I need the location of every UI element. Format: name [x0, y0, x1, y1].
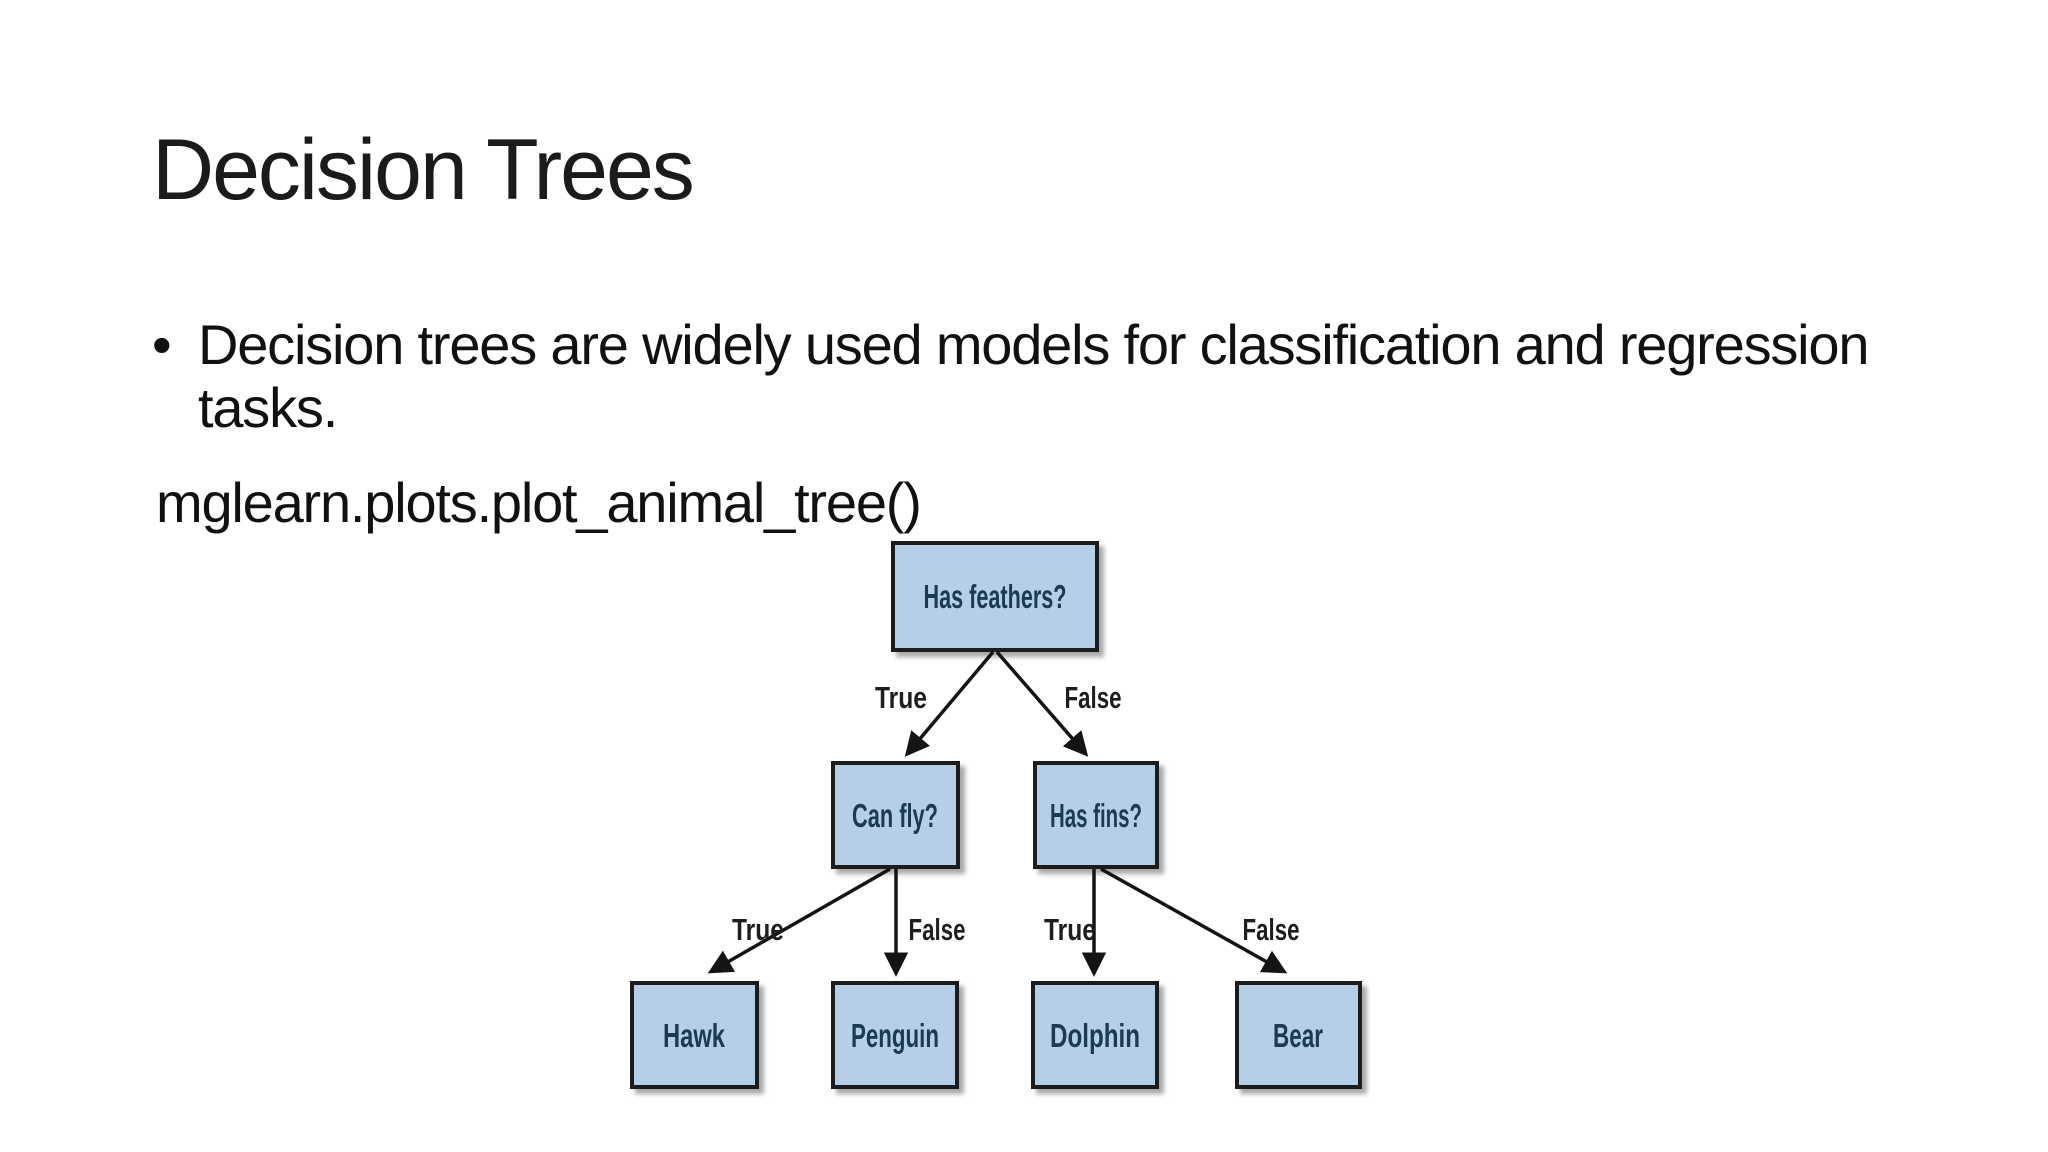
- node-has-fins-box: [1033, 761, 1159, 869]
- node-has-feathers-box: [891, 541, 1099, 652]
- edge-label-canfly-false: False: [909, 912, 966, 947]
- node-dolphin-box: [1031, 981, 1159, 1089]
- edge-label-root-false: False: [1065, 680, 1122, 715]
- node-can-fly-label: Can fly?: [852, 797, 938, 834]
- node-bear-label: Bear: [1273, 1017, 1323, 1054]
- edge-root-true-arrow: [904, 650, 995, 757]
- decision-tree-figure: Has feathers? Can fly? Has fins? Hawk Pe…: [630, 541, 1362, 1089]
- edge-root-false-arrow: [995, 650, 1089, 757]
- node-bear-box: [1235, 981, 1362, 1089]
- node-has-feathers-label: Has feathers?: [924, 578, 1067, 615]
- node-penguin-label: Penguin: [851, 1017, 939, 1054]
- node-penguin-box: [831, 981, 959, 1089]
- edge-label-root-true: True: [875, 680, 927, 715]
- edge-label-hasfins-false: False: [1243, 912, 1300, 947]
- edge-hasfins-false-arrow: [1100, 867, 1288, 974]
- code-line: mglearn.plots.plot_animal_tree(): [156, 471, 922, 534]
- node-hawk-label: Hawk: [663, 1017, 725, 1054]
- bullet-text: Decision trees are widely used models fo…: [198, 313, 1869, 439]
- node-can-fly-box: [831, 761, 960, 869]
- edge-canfly-true-arrow: [707, 867, 891, 974]
- bullet-marker: •: [152, 313, 172, 376]
- edge-label-canfly-true: True: [732, 912, 784, 947]
- node-hawk-box: [630, 981, 759, 1089]
- page-title: Decision Trees: [152, 122, 695, 218]
- edge-label-hasfins-true: True: [1044, 912, 1096, 947]
- node-dolphin-label: Dolphin: [1050, 1017, 1140, 1054]
- node-has-fins-label: Has fins?: [1050, 797, 1142, 834]
- bullet-item: • Decision trees are widely used models …: [152, 313, 1942, 439]
